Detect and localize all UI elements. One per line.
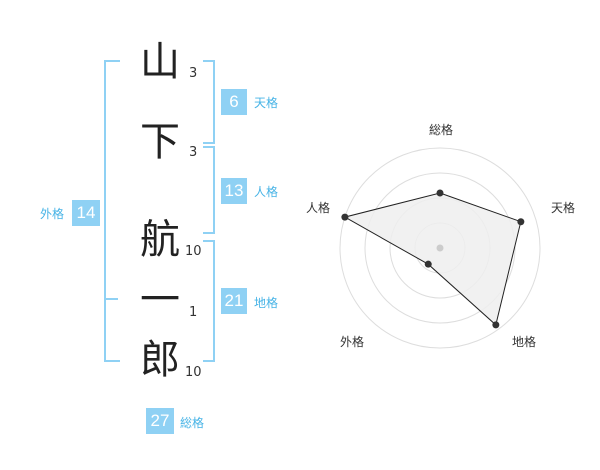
chikaku-bracket xyxy=(203,240,215,362)
stroke-count-4: 1 xyxy=(189,305,198,320)
radar-ring-4 xyxy=(339,147,541,349)
chikaku-label: 地格 xyxy=(254,296,279,310)
radar-axis-label-jinkaku: 人格 xyxy=(306,200,330,215)
jinkaku-value: 13 xyxy=(221,178,247,204)
jinkaku-label: 人格 xyxy=(254,185,279,199)
jinkaku-bracket xyxy=(203,146,215,234)
radar-axis-label-soukaku: 総格 xyxy=(429,122,453,137)
name-char-3: 航 xyxy=(140,217,180,263)
radar-axis-label-chikaku: 地格 xyxy=(512,334,536,349)
gaikaku-bracket-mid xyxy=(104,298,118,300)
chikaku-value: 21 xyxy=(221,288,247,314)
radar-point-2 xyxy=(492,321,500,329)
tenkaku-value: 6 xyxy=(221,89,247,115)
radar-point-4 xyxy=(341,213,349,221)
gaikaku-label: 外格 xyxy=(40,207,65,221)
soukaku-label: 総格 xyxy=(180,416,205,430)
stroke-count-5: 10 xyxy=(185,365,202,380)
gaikaku-bracket xyxy=(104,60,120,362)
radar-points xyxy=(341,189,525,329)
radar-polygon xyxy=(343,192,522,326)
name-char-5: 郎 xyxy=(140,337,180,383)
tenkaku-bracket xyxy=(203,60,215,144)
name-char-4: 一 xyxy=(140,277,180,323)
stroke-count-2: 3 xyxy=(189,145,198,160)
radar-point-3 xyxy=(424,260,432,268)
radar-point-1 xyxy=(517,218,525,226)
tenkaku-label: 天格 xyxy=(254,96,279,110)
radar-point-0 xyxy=(436,189,444,197)
radar-axis-label-tenkaku: 天格 xyxy=(551,200,575,215)
radar-ring-3 xyxy=(364,172,516,324)
gaikaku-value: 14 xyxy=(72,200,100,226)
radar-center-dot xyxy=(436,244,444,252)
stroke-count-1: 3 xyxy=(189,66,198,81)
stroke-count-3: 10 xyxy=(185,244,202,259)
name-char-1: 山 xyxy=(140,39,180,85)
soukaku-value: 27 xyxy=(146,408,174,434)
name-char-2: 下 xyxy=(140,119,180,165)
radar-axis-label-gaikaku: 外格 xyxy=(340,334,364,349)
